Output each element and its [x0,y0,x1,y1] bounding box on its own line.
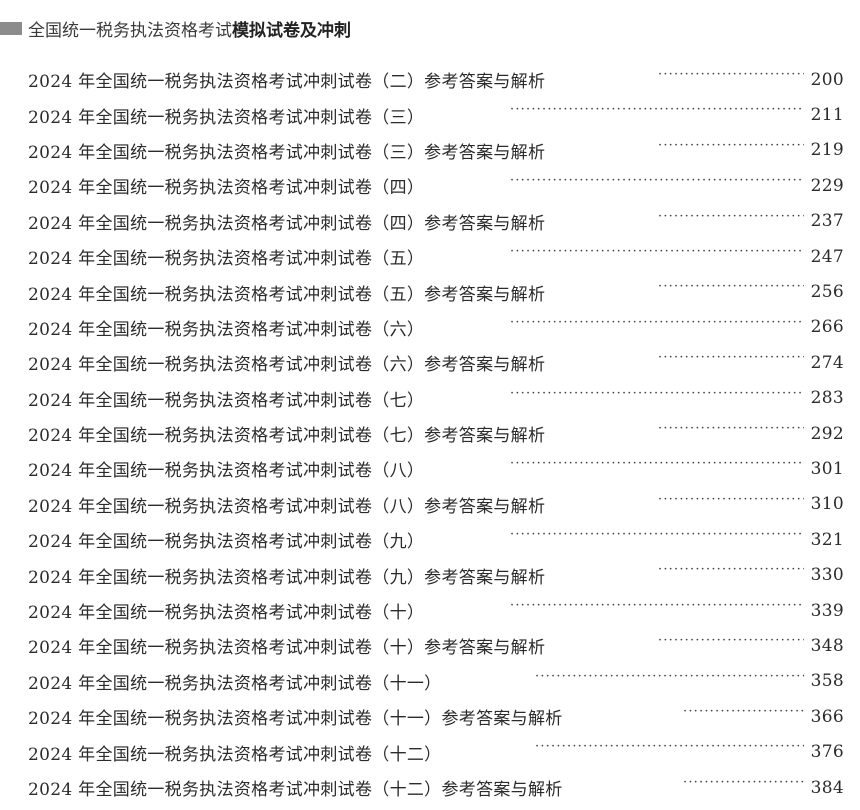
toc-page-number: 229 [810,175,844,196]
toc-page-number: 292 [810,423,844,444]
toc-page-number: 384 [810,777,844,798]
toc-leader-dots: ··························· [683,704,804,720]
toc-entry[interactable]: 2024 年全国统一税务执法资格考试冲刺试卷（八） ··············… [0,451,860,486]
toc-entry-title: 2024 年全国统一税务执法资格考试冲刺试卷（六） [28,319,425,340]
toc-entry[interactable]: 2024 年全国统一税务执法资格考试冲刺试卷（四）参考答案与解析 ·······… [0,204,860,239]
toc-entry[interactable]: 2024 年全国统一税务执法资格考试冲刺试卷（七）参考答案与解析 ·······… [0,416,860,451]
toc-entry[interactable]: 2024 年全国统一税务执法资格考试冲刺试卷（十二） ·············… [0,734,860,769]
toc-leader-dots: ········································… [535,668,804,684]
toc-leader-dots: ········································… [510,597,804,613]
header-prefix: 全国统一税务执法资格考试 [28,20,232,41]
toc-page-number: 247 [810,246,844,267]
toc-leader-dots: ········································… [510,527,804,543]
toc-leader-dots: ································· [658,562,804,578]
toc-entry[interactable]: 2024 年全国统一税务执法资格考试冲刺试卷（十一）参考答案与解析 ······… [0,699,860,734]
toc-entry[interactable]: 2024 年全国统一税务执法资格考试冲刺试卷（五） ··············… [0,239,860,274]
toc-page-number: 266 [810,317,844,338]
toc-entry-title: 2024 年全国统一税务执法资格考试冲刺试卷（五）参考答案与解析 [28,284,546,305]
toc-page-number: 301 [810,458,844,479]
toc-leader-dots: ········································… [535,739,804,755]
toc-entry-title: 2024 年全国统一税务执法资格考试冲刺试卷（六）参考答案与解析 [28,355,546,376]
toc-entry-title: 2024 年全国统一税务执法资格考试冲刺试卷（四）参考答案与解析 [28,213,546,234]
toc-entry[interactable]: 2024 年全国统一税务执法资格考试冲刺试卷（六）参考答案与解析 ·······… [0,345,860,380]
toc-entry-title: 2024 年全国统一税务执法资格考试冲刺试卷（十二）参考答案与解析 [28,780,563,800]
toc-entry[interactable]: 2024 年全国统一税务执法资格考试冲刺试卷（三） ··············… [0,97,860,132]
toc-entry-title: 2024 年全国统一税务执法资格考试冲刺试卷（九） [28,532,425,553]
toc-leader-dots: ································· [658,137,804,153]
header-bold-title: 模拟试卷及冲刺 [232,20,351,41]
toc-page-number: 256 [810,282,844,303]
toc-leader-dots: ································· [658,350,804,366]
toc-entry-title: 2024 年全国统一税务执法资格考试冲刺试卷（五） [28,249,425,270]
toc-entry-title: 2024 年全国统一税务执法资格考试冲刺试卷（三）参考答案与解析 [28,142,546,163]
toc-page-number: 211 [810,105,844,126]
toc-page-number: 310 [810,494,844,515]
toc-leader-dots: ································· [658,208,804,224]
toc-page-number: 200 [810,69,844,90]
toc-entry-title: 2024 年全国统一税务执法资格考试冲刺试卷（八） [28,461,425,482]
toc-entry[interactable]: 2024 年全国统一税务执法资格考试冲刺试卷（九） ··············… [0,522,860,557]
toc-leader-dots: ········································… [510,102,804,118]
toc-leader-dots: ································· [658,633,804,649]
running-header: 全国统一税务执法资格考试 模拟试卷及冲刺 [0,14,351,42]
header-marker-bar [0,21,22,35]
toc-entry[interactable]: 2024 年全国统一税务执法资格考试冲刺试卷（十二）参考答案与解析 ······… [0,770,860,805]
toc-page-number: 274 [810,352,844,373]
toc-page-number: 237 [810,211,844,232]
toc-page-number: 366 [810,706,844,727]
toc-page-number: 321 [810,529,844,550]
toc-leader-dots: ········································… [510,173,804,189]
toc-page-number: 283 [810,388,844,409]
toc-entry[interactable]: 2024 年全国统一税务执法资格考试冲刺试卷（八）参考答案与解析 ·······… [0,487,860,522]
toc-page-number: 330 [810,565,844,586]
toc-page-number: 358 [810,671,844,692]
toc-leader-dots: ································· [658,420,804,436]
toc-entry-title: 2024 年全国统一税务执法资格考试冲刺试卷（三） [28,107,425,128]
toc-leader-dots: ········································… [510,243,804,259]
toc-entry-title: 2024 年全国统一税务执法资格考试冲刺试卷（七） [28,390,425,411]
toc-entry-title: 2024 年全国统一税务执法资格考试冲刺试卷（二）参考答案与解析 [28,72,546,93]
toc-entry[interactable]: 2024 年全国统一税务执法资格考试冲刺试卷（九）参考答案与解析 ·······… [0,557,860,592]
toc-entry[interactable]: 2024 年全国统一税务执法资格考试冲刺试卷（十）参考答案与解析 ·······… [0,628,860,663]
toc-entry-title: 2024 年全国统一税务执法资格考试冲刺试卷（十一）参考答案与解析 [28,709,563,730]
toc-leader-dots: ································· [658,491,804,507]
toc-page-number: 376 [810,742,844,763]
toc-entry[interactable]: 2024 年全国统一税务执法资格考试冲刺试卷（五）参考答案与解析 ·······… [0,274,860,309]
toc-entry[interactable]: 2024 年全国统一税务执法资格考试冲刺试卷（六） ··············… [0,310,860,345]
toc-entry-title: 2024 年全国统一税务执法资格考试冲刺试卷（十二） [28,744,442,765]
toc-page-number: 339 [810,600,844,621]
toc-leader-dots: ········································… [510,385,804,401]
toc-leader-dots: ································· [658,279,804,295]
toc-entry-title: 2024 年全国统一税务执法资格考试冲刺试卷（四） [28,178,425,199]
toc-leader-dots: ········································… [510,456,804,472]
toc-entry[interactable]: 2024 年全国统一税务执法资格考试冲刺试卷（十） ··············… [0,593,860,628]
toc-entry[interactable]: 2024 年全国统一税务执法资格考试冲刺试卷（七） ··············… [0,381,860,416]
toc-entry[interactable]: 2024 年全国统一税务执法资格考试冲刺试卷（二）参考答案与解析 ·······… [0,62,860,97]
toc-page-number: 348 [810,635,844,656]
toc-entry-title: 2024 年全国统一税务执法资格考试冲刺试卷（八）参考答案与解析 [28,496,546,517]
toc-entry-title: 2024 年全国统一税务执法资格考试冲刺试卷（十）参考答案与解析 [28,638,546,659]
toc-entry-title: 2024 年全国统一税务执法资格考试冲刺试卷（十） [28,603,425,624]
toc-entry-title: 2024 年全国统一税务执法资格考试冲刺试卷（七）参考答案与解析 [28,426,546,447]
toc-leader-dots: ································· [658,67,804,82]
toc-leader-dots: ········································… [510,314,804,330]
toc-leader-dots: ··························· [683,774,804,790]
toc-entry-title: 2024 年全国统一税务执法资格考试冲刺试卷（九）参考答案与解析 [28,567,546,588]
table-of-contents: 2024 年全国统一税务执法资格考试冲刺试卷（二）参考答案与解析 ·······… [0,62,860,805]
toc-entry[interactable]: 2024 年全国统一税务执法资格考试冲刺试卷（三）参考答案与解析 ·······… [0,133,860,168]
toc-entry-title: 2024 年全国统一税务执法资格考试冲刺试卷（十一） [28,673,442,694]
toc-entry[interactable]: 2024 年全国统一税务执法资格考试冲刺试卷（十一） ·············… [0,664,860,699]
toc-entry[interactable]: 2024 年全国统一税务执法资格考试冲刺试卷（四） ··············… [0,168,860,203]
toc-page-number: 219 [810,140,844,161]
